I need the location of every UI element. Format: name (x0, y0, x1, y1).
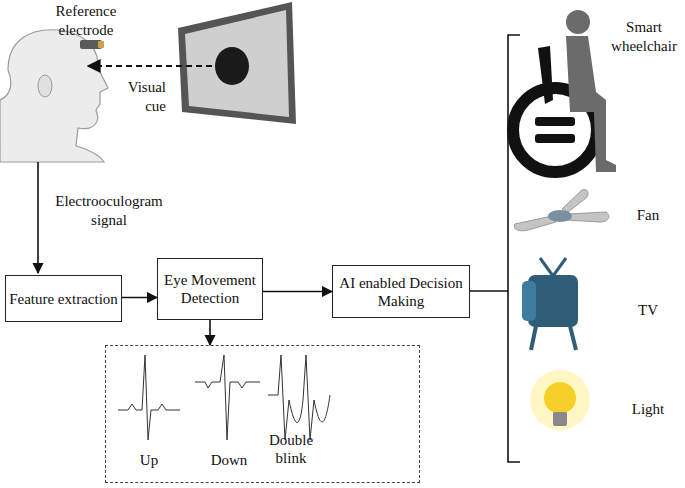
waveform-up (118, 355, 180, 440)
flow-arrow (263, 291, 332, 293)
box-text: Feature extraction (9, 290, 118, 308)
light-base (553, 412, 567, 426)
wheelchair-backrest (538, 46, 553, 104)
tv-leg (570, 326, 576, 350)
waveform-label: Double blink (261, 431, 321, 467)
fan-blade (566, 212, 609, 222)
visual-cue-arrow (88, 65, 212, 67)
wheel-bar (535, 134, 575, 143)
ear-shape (38, 75, 52, 97)
waveform-label: Up (119, 451, 179, 469)
flow-arrow (122, 297, 157, 299)
fan-hub (548, 210, 572, 222)
part-label: Visual cue (108, 78, 166, 116)
process-box: AI enabled Decision Making (332, 265, 470, 318)
output-link (470, 290, 508, 292)
person-head (566, 10, 590, 34)
light-glow (530, 370, 590, 430)
visual-cue-dot (215, 47, 249, 85)
part-label: Reference electrode (40, 2, 132, 40)
person-body (566, 36, 616, 172)
wheel-bar (535, 117, 575, 126)
waveform-double-blink (268, 355, 330, 440)
flow-arrow (209, 320, 211, 345)
light-bulb (544, 382, 576, 414)
tv-leg (531, 326, 536, 350)
tv-screen (522, 281, 536, 321)
tv-antenna (553, 258, 566, 276)
waveform-label: Down (199, 451, 259, 469)
tv-antenna (540, 258, 553, 276)
waveform-panel: Up DownDouble blink (105, 345, 420, 483)
device-label: Light (618, 400, 678, 419)
signal-label: Electrooculogram signal (44, 192, 174, 230)
signal-arrow (37, 162, 39, 273)
process-box: Eye Movement Detection (157, 258, 263, 320)
output-bracket (508, 35, 520, 462)
waveform-down (195, 355, 260, 440)
process-box: Feature extraction (5, 275, 122, 322)
device-label: TV (618, 301, 678, 320)
electrode-tip (98, 41, 104, 48)
device-label: Smart wheelchair (603, 18, 685, 56)
fan-blade (562, 190, 588, 212)
box-text: AI enabled Decision Making (336, 274, 466, 310)
monitor-screen (185, 10, 289, 117)
monitor-frame (178, 2, 296, 124)
head-illustration (0, 30, 108, 162)
device-label: Fan (618, 206, 678, 225)
box-text: Eye Movement Detection (161, 271, 259, 307)
